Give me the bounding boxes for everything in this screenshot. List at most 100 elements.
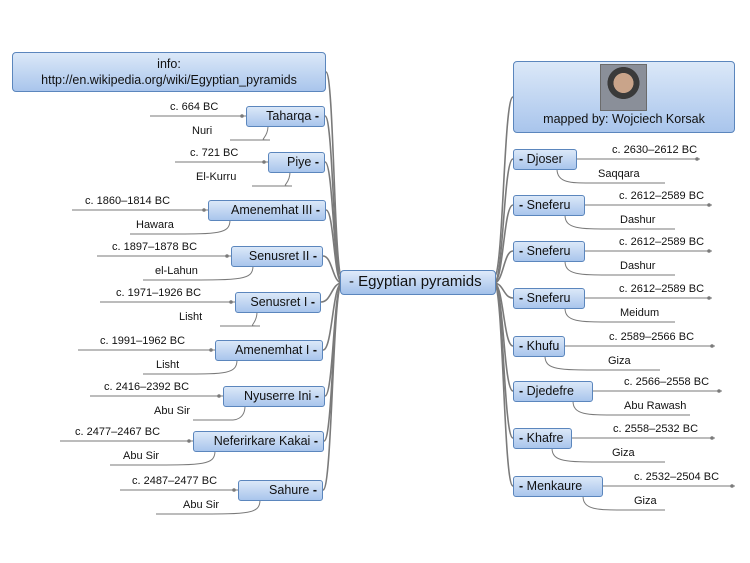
leaf-connector	[284, 171, 293, 187]
collapse-icon[interactable]: -	[519, 152, 524, 166]
node-label: Djedefre	[526, 384, 574, 398]
branch-connector	[493, 158, 514, 284]
collapse-icon[interactable]: -	[519, 384, 524, 398]
connector-dot	[707, 296, 711, 300]
connector-dot	[217, 394, 221, 398]
right-topic-node[interactable]: - Djoser	[513, 149, 577, 170]
collapse-icon[interactable]: -	[519, 291, 524, 305]
connector-dot	[730, 484, 734, 488]
site-label: Lisht	[156, 359, 180, 371]
right-topic-node[interactable]: - Djedefre	[513, 381, 593, 402]
site-label: el-Lahun	[155, 265, 198, 277]
date-label: c. 2487–2477 BC	[132, 475, 218, 487]
left-topic-node[interactable]: Amenemhat III -	[208, 200, 326, 221]
collapse-icon[interactable]: -	[519, 431, 524, 445]
branch-connector	[322, 282, 343, 491]
collapse-icon[interactable]: -	[314, 109, 319, 123]
central-topic[interactable]: - Egyptian pyramids	[340, 270, 496, 295]
right-topic-node[interactable]: - Khufu	[513, 336, 565, 357]
site-label: Dashur	[620, 214, 656, 226]
author-photo	[600, 64, 647, 111]
date-label: c. 1991–1962 BC	[100, 335, 186, 347]
leaf-connector	[182, 265, 254, 281]
connector-dot	[209, 348, 213, 352]
collapse-icon[interactable]: -	[314, 155, 319, 169]
collapse-icon[interactable]: -	[519, 198, 524, 212]
left-topic-node[interactable]: Senusret II -	[231, 246, 323, 267]
leaf-connector	[232, 405, 246, 421]
connector-dot	[710, 436, 714, 440]
left-topic-node[interactable]: Amenemhat I -	[215, 340, 323, 361]
node-label: Menkaure	[526, 479, 583, 493]
collapse-icon[interactable]: -	[315, 203, 320, 217]
date-label: c. 1971–1926 BC	[116, 287, 202, 299]
branch-connector	[493, 204, 514, 284]
connector-dot	[262, 160, 266, 164]
collapse-icon[interactable]: -	[312, 343, 317, 357]
leaf-connector	[564, 260, 613, 276]
date-label: c. 2612–2589 BC	[619, 236, 705, 248]
info-node[interactable]: info: http://en.wikipedia.org/wiki/Egypt…	[12, 52, 326, 92]
node-label: Amenemhat I	[235, 343, 310, 357]
collapse-icon[interactable]: -	[349, 273, 354, 290]
site-label: El-Kurru	[196, 171, 237, 183]
site-label: Giza	[608, 355, 631, 367]
node-label: Taharqa	[266, 109, 312, 123]
branch-connector	[493, 282, 514, 487]
site-label: Abu Rawash	[624, 400, 687, 412]
date-label: c. 721 BC	[190, 147, 239, 159]
site-label: Giza	[634, 495, 657, 507]
site-label: Meidum	[620, 307, 660, 319]
node-label: Nyuserre Ini	[243, 389, 312, 403]
date-label: c. 2477–2467 BC	[75, 426, 161, 438]
right-topic-node[interactable]: - Sneferu	[513, 241, 585, 262]
site-label: Abu Sir	[123, 450, 160, 462]
branch-connector	[493, 96, 514, 278]
date-label: c. 2532–2504 BC	[634, 471, 720, 483]
node-label: Djoser	[526, 152, 563, 166]
left-topic-node[interactable]: Neferirkare Kakai -	[193, 431, 324, 452]
site-label: Saqqara	[598, 168, 640, 180]
info-url[interactable]: http://en.wikipedia.org/wiki/Egyptian_py…	[41, 73, 297, 87]
collapse-icon[interactable]: -	[519, 479, 524, 493]
node-label: Sneferu	[526, 291, 571, 305]
left-topic-node[interactable]: Senusret I -	[235, 292, 321, 313]
collapse-icon[interactable]: -	[519, 339, 524, 353]
node-label: Neferirkare Kakai	[213, 434, 311, 448]
date-label: c. 2566–2558 BC	[624, 376, 710, 388]
mapper-label: mapped by: Wojciech Korsak	[543, 112, 705, 126]
left-topic-node[interactable]: Sahure -	[238, 480, 323, 501]
node-label: Sneferu	[526, 244, 571, 258]
branch-connector	[325, 209, 343, 284]
collapse-icon[interactable]: -	[312, 249, 317, 263]
mapper-node[interactable]: mapped by: Wojciech Korsak	[513, 61, 735, 133]
left-topic-node[interactable]: Taharqa -	[246, 106, 325, 127]
connector-dot	[240, 114, 244, 118]
leaf-connector	[551, 447, 605, 463]
leaf-connector	[195, 499, 261, 515]
left-topic-node[interactable]: Piye -	[268, 152, 325, 173]
left-topic-node[interactable]: Nyuserre Ini -	[223, 386, 325, 407]
site-label: Nuri	[192, 125, 213, 137]
node-label: Sahure	[269, 483, 310, 497]
date-label: c. 2612–2589 BC	[619, 283, 705, 295]
collapse-icon[interactable]: -	[314, 389, 319, 403]
right-topic-node[interactable]: - Khafre	[513, 428, 572, 449]
date-label: c. 2416–2392 BC	[104, 381, 190, 393]
collapse-icon[interactable]: -	[310, 295, 315, 309]
collapse-icon[interactable]: -	[312, 483, 317, 497]
site-label: Giza	[612, 447, 635, 459]
node-label: Senusret II	[248, 249, 310, 263]
right-topic-node[interactable]: - Menkaure	[513, 476, 603, 497]
connector-dot	[225, 254, 229, 258]
connector-dot	[707, 249, 711, 253]
leaf-connector	[251, 311, 261, 327]
right-topic-node[interactable]: - Sneferu	[513, 195, 585, 216]
collapse-icon[interactable]: -	[519, 244, 524, 258]
collapse-icon[interactable]: -	[313, 434, 318, 448]
right-topic-node[interactable]: - Sneferu	[513, 288, 585, 309]
date-label: c. 2589–2566 BC	[609, 331, 695, 343]
branch-connector	[322, 255, 343, 284]
leaf-connector	[262, 125, 271, 141]
